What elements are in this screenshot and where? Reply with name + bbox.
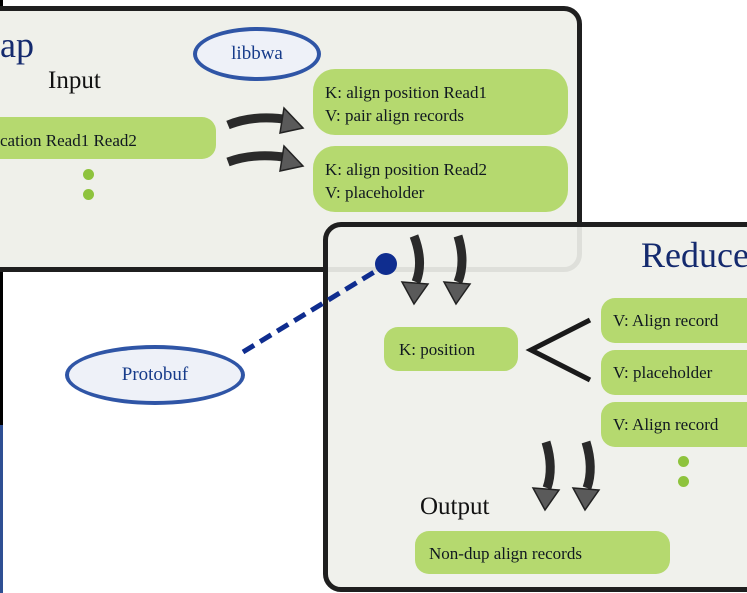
reduce-value-text: V: Align record <box>613 415 719 434</box>
map-output-1-key: K: align position Read1 <box>325 83 487 102</box>
libbwa-oval: libbwa <box>193 27 321 81</box>
map-input-pill-text: cation Read1 Read2 <box>0 131 137 150</box>
map-output-2-value: V: placeholder <box>325 183 425 202</box>
reduce-value-text: V: placeholder <box>613 363 713 382</box>
map-input-pill: cation Read1 Read2 <box>0 117 216 159</box>
reduce-output-pill: Non-dup align records <box>415 531 670 574</box>
shuffle-arrow-1 <box>409 234 424 284</box>
map-arrow-2 <box>226 151 291 167</box>
protobuf-label: Protobuf <box>121 364 189 385</box>
protobuf-oval: Protobuf <box>65 345 245 405</box>
shuffle-arrow-1-head <box>400 281 430 306</box>
reduce-arrow-1 <box>541 440 555 490</box>
reduce-arrow-2 <box>581 440 595 490</box>
shuffle-arrow-2 <box>453 234 467 284</box>
reduce-output-label: Output <box>420 493 490 520</box>
map-output-pill-2: K: align position Read2 V: placeholder <box>313 146 568 212</box>
reduce-arrow-1-head <box>531 487 561 512</box>
map-output-1-value: V: pair align records <box>325 106 464 125</box>
continuation-dot <box>678 456 689 467</box>
map-arrow-1-head <box>279 106 305 134</box>
map-title: ap <box>0 25 34 65</box>
reduce-key-text: K: position <box>399 340 476 359</box>
reduce-output-text: Non-dup align records <box>429 544 582 563</box>
continuation-dot <box>83 189 94 200</box>
reduce-value-pill-1: V: Align record <box>601 298 747 343</box>
reduce-value-pill-2: V: placeholder <box>601 350 747 395</box>
map-output-pill-1: K: align position Read1 V: pair align re… <box>313 69 568 135</box>
reduce-arrow-2-head <box>571 487 601 512</box>
continuation-dot <box>678 476 689 487</box>
reduce-key-pill: K: position <box>384 327 518 371</box>
reduce-value-pill-3: V: Align record <box>601 402 747 447</box>
map-output-2-key: K: align position Read2 <box>325 160 487 179</box>
libbwa-label: libbwa <box>231 43 283 64</box>
left-edge-strip <box>0 0 3 593</box>
map-input-label: Input <box>48 67 101 94</box>
group-bracket <box>525 317 592 383</box>
map-arrow-2-head <box>279 144 305 172</box>
shuffle-arrow-2-head <box>442 281 472 306</box>
left-edge-strip-blue <box>0 425 3 593</box>
protobuf-connector <box>241 263 386 355</box>
reduce-title: Reduce <box>641 235 747 275</box>
reduce-value-text: V: Align record <box>613 311 719 330</box>
protobuf-connector-dot <box>375 253 397 275</box>
continuation-dot <box>83 169 94 180</box>
